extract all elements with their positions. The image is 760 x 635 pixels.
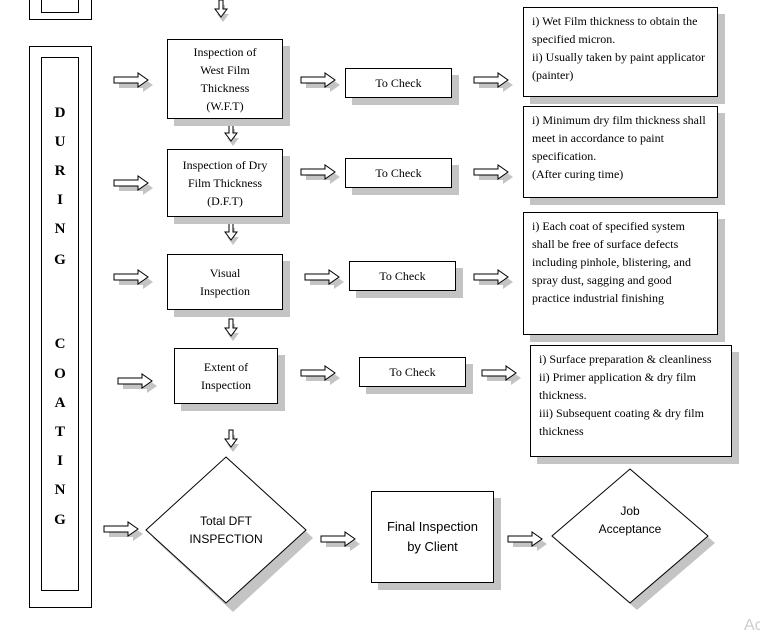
step-label-line: Inspection (201, 378, 251, 392)
step-label-line: Film Thickness (187, 176, 263, 190)
step-label-line: (W.F.T) (206, 99, 244, 113)
phase-letter: I (57, 453, 63, 469)
check-box: To Check (349, 261, 456, 291)
right-arrow-icon (117, 373, 158, 394)
check-label: To Check (379, 269, 426, 283)
diamond-label-line: Total DFT (199, 514, 252, 528)
check-box: To Check (345, 68, 452, 98)
right-arrow-icon (300, 72, 341, 93)
step-box-dft: Inspection of Dry Film Thickness (D.F.T) (167, 149, 283, 217)
step-box-extent: Extent of Inspection (174, 348, 278, 404)
note-line: i) Each coat of specified system shall b… (532, 219, 691, 305)
final-inspection-line: by Client (407, 539, 458, 554)
phase-letter: I (57, 192, 63, 208)
step-label-line: Inspection of (193, 45, 257, 59)
final-inspection-line: Final Inspection (386, 519, 479, 534)
down-arrow-icon (224, 318, 240, 342)
check-label: To Check (389, 365, 436, 379)
phase-letter: O (54, 366, 66, 382)
down-arrow-icon (224, 123, 240, 147)
step-box-wft: Inspection of West Film Thickness (W.F.T… (167, 39, 283, 119)
step-label-line: West Film (200, 63, 250, 77)
right-arrow-icon (300, 365, 341, 386)
note-line: ii) Primer application & dry film thickn… (539, 370, 696, 402)
check-box: To Check (345, 158, 452, 188)
job-acceptance-diamond (551, 468, 709, 604)
down-arrow-icon (224, 222, 240, 246)
phase-letter: T (54, 424, 65, 440)
right-arrow-icon (507, 531, 548, 552)
right-arrow-icon (304, 269, 345, 290)
right-arrow-icon (473, 72, 514, 93)
step-label-line: Visual (209, 266, 241, 280)
phase-letter: D (54, 105, 66, 121)
note-line: i) Minimum dry film thickness shall meet… (532, 113, 706, 163)
step-label-line: Inspection of Dry (182, 158, 268, 172)
phase-letter: N (54, 221, 66, 237)
right-arrow-icon (481, 365, 522, 386)
step-label-line: Inspection (200, 284, 250, 298)
phase-letter: A (54, 395, 66, 411)
step-label-line: Thickness (200, 81, 250, 95)
step-label-line: (D.F.T) (207, 194, 243, 208)
job-acceptance-label: Job Acceptance (585, 502, 675, 538)
right-arrow-icon (473, 269, 514, 290)
phase-letter: N (54, 482, 66, 498)
note-box-visual: i) Each coat of specified system shall b… (523, 212, 718, 335)
note-line: iii) Subsequent coating & dry film thick… (539, 406, 704, 438)
note-box-wft: i) Wet Film thickness to obtain the spec… (523, 7, 718, 97)
phase-letter: U (54, 134, 66, 150)
note-line: ii) Usually taken by paint applicator (p… (532, 50, 705, 82)
phase-letter: R (54, 163, 66, 179)
right-arrow-icon (320, 531, 361, 552)
check-label: To Check (375, 76, 422, 90)
right-arrow-icon (300, 164, 341, 185)
note-line: i) Surface preparation & cleanliness (539, 352, 712, 366)
note-box-extent: i) Surface preparation & cleanliness ii)… (530, 345, 732, 457)
step-label-line: Extent of (203, 360, 249, 374)
right-arrow-icon (103, 521, 144, 542)
phase-letter: G (54, 512, 66, 528)
diamond-label-line: Acceptance (598, 522, 662, 536)
phase-letter: C (54, 336, 66, 352)
step-box-visual: Visual Inspection (167, 254, 283, 310)
previous-phase-box (29, 0, 92, 20)
phase-letter: G (54, 252, 66, 268)
phase-inner-frame (41, 57, 79, 591)
note-line: (After curing time) (532, 167, 624, 181)
previous-phase-inner-box (41, 0, 79, 13)
right-arrow-icon (113, 72, 154, 93)
right-arrow-icon (113, 175, 154, 196)
right-arrow-icon (473, 164, 514, 185)
final-inspection-box: Final Inspection by Client (371, 491, 494, 583)
note-line: i) Wet Film thickness to obtain the spec… (532, 14, 698, 46)
check-label: To Check (375, 166, 422, 180)
watermark-text: Ac (744, 617, 760, 634)
down-arrow-icon (214, 0, 230, 23)
total-dft-diamond (145, 456, 307, 604)
check-box: To Check (359, 357, 466, 387)
right-arrow-icon (113, 269, 154, 290)
diamond-label-line: Job (620, 504, 640, 518)
down-arrow-icon (224, 429, 240, 453)
diamond-label-line: INSPECTION (189, 532, 263, 546)
total-dft-label: Total DFT INSPECTION (176, 512, 276, 548)
note-box-dft: i) Minimum dry film thickness shall meet… (523, 106, 718, 198)
